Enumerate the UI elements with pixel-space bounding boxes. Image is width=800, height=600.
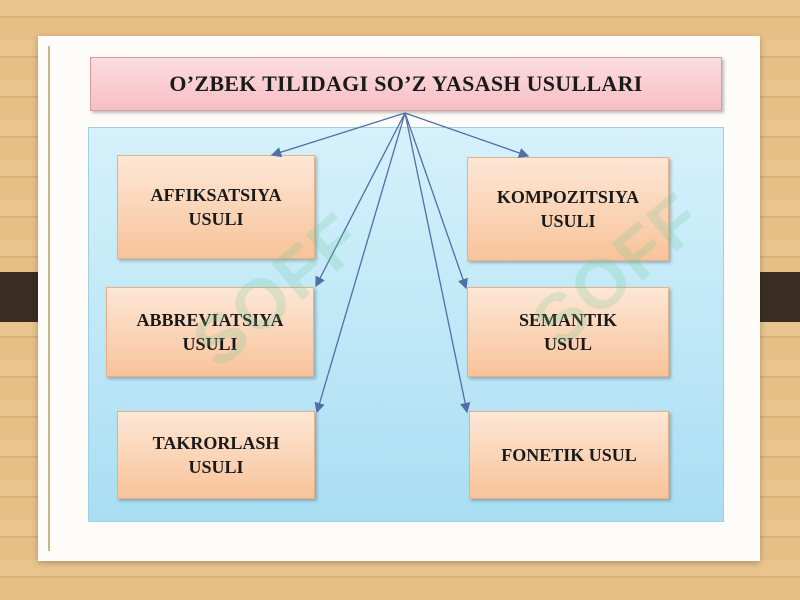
arrow-to-affiksatsiya xyxy=(270,112,406,158)
method-kompozitsiya: KOMPOZITSIYA USULI xyxy=(467,157,669,261)
diagram-title: O’ZBEK TILIDAGI SO’Z YASASH USULLARI xyxy=(90,57,722,111)
arrow-to-kompozitsiya xyxy=(404,112,530,158)
method-semantik: SEMANTIK USUL xyxy=(467,287,669,377)
arrow-to-abbreviatsiya xyxy=(315,112,406,288)
method-affiksatsiya: AFFIKSATSIYA USULI xyxy=(117,155,315,259)
method-abbreviatsiya: ABBREVIATSIYA USULI xyxy=(106,287,314,377)
arrow-to-fonetik xyxy=(404,112,471,414)
method-fonetik: FONETIK USUL xyxy=(469,411,669,499)
arrow-to-takrorlash xyxy=(314,112,406,414)
arrow-to-semantik xyxy=(404,112,468,290)
method-takrorlash: TAKRORLASH USULI xyxy=(117,411,315,499)
margin-line xyxy=(48,46,50,551)
